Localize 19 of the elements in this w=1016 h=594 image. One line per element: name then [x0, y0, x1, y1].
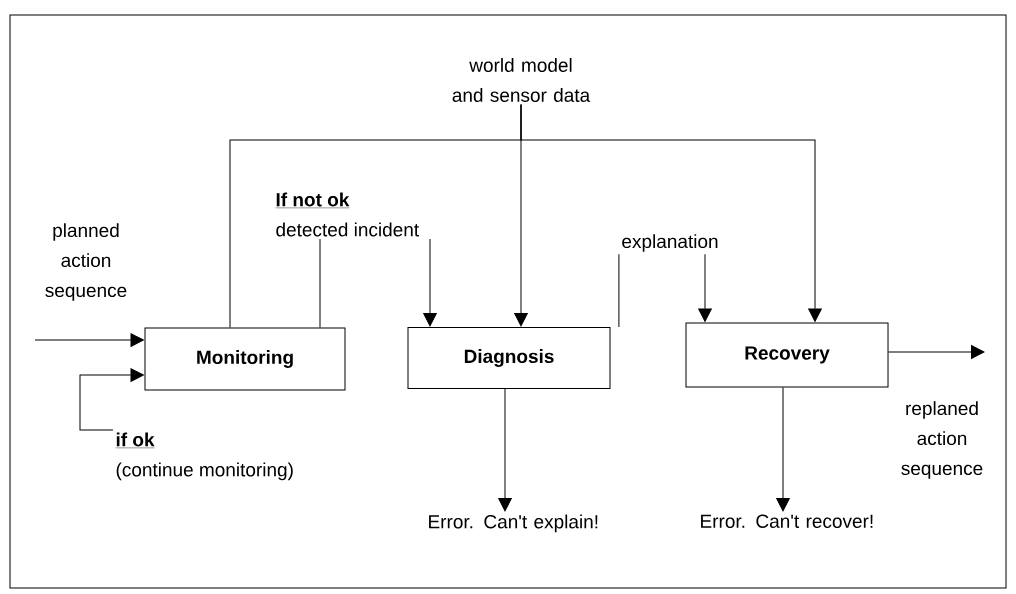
arrow	[423, 238, 437, 327]
edge-label: replaned action sequence	[881, 399, 1003, 481]
arrow	[698, 253, 712, 322]
text-label: Error. Can't explain!	[429, 514, 598, 533]
condition-label: if ok (continue monitoring)	[115, 432, 293, 481]
arrow	[520, 104, 822, 322]
arrow	[888, 345, 985, 359]
text-label: explanation	[622, 234, 718, 252]
process-box: Monitoring	[144, 327, 346, 391]
arrow	[776, 387, 790, 512]
text-label: world model and sensor data	[452, 58, 591, 102]
edge-label: planned action sequence	[25, 221, 147, 303]
text-label: Error. Can't recover!	[701, 514, 873, 528]
condition-label: If not ok detected incident	[275, 192, 419, 237]
arrow	[498, 388, 512, 512]
arrow	[34, 333, 144, 347]
arrow	[79, 368, 144, 431]
process-box: Diagnosis	[407, 327, 611, 389]
process-box: Recovery	[685, 322, 889, 388]
